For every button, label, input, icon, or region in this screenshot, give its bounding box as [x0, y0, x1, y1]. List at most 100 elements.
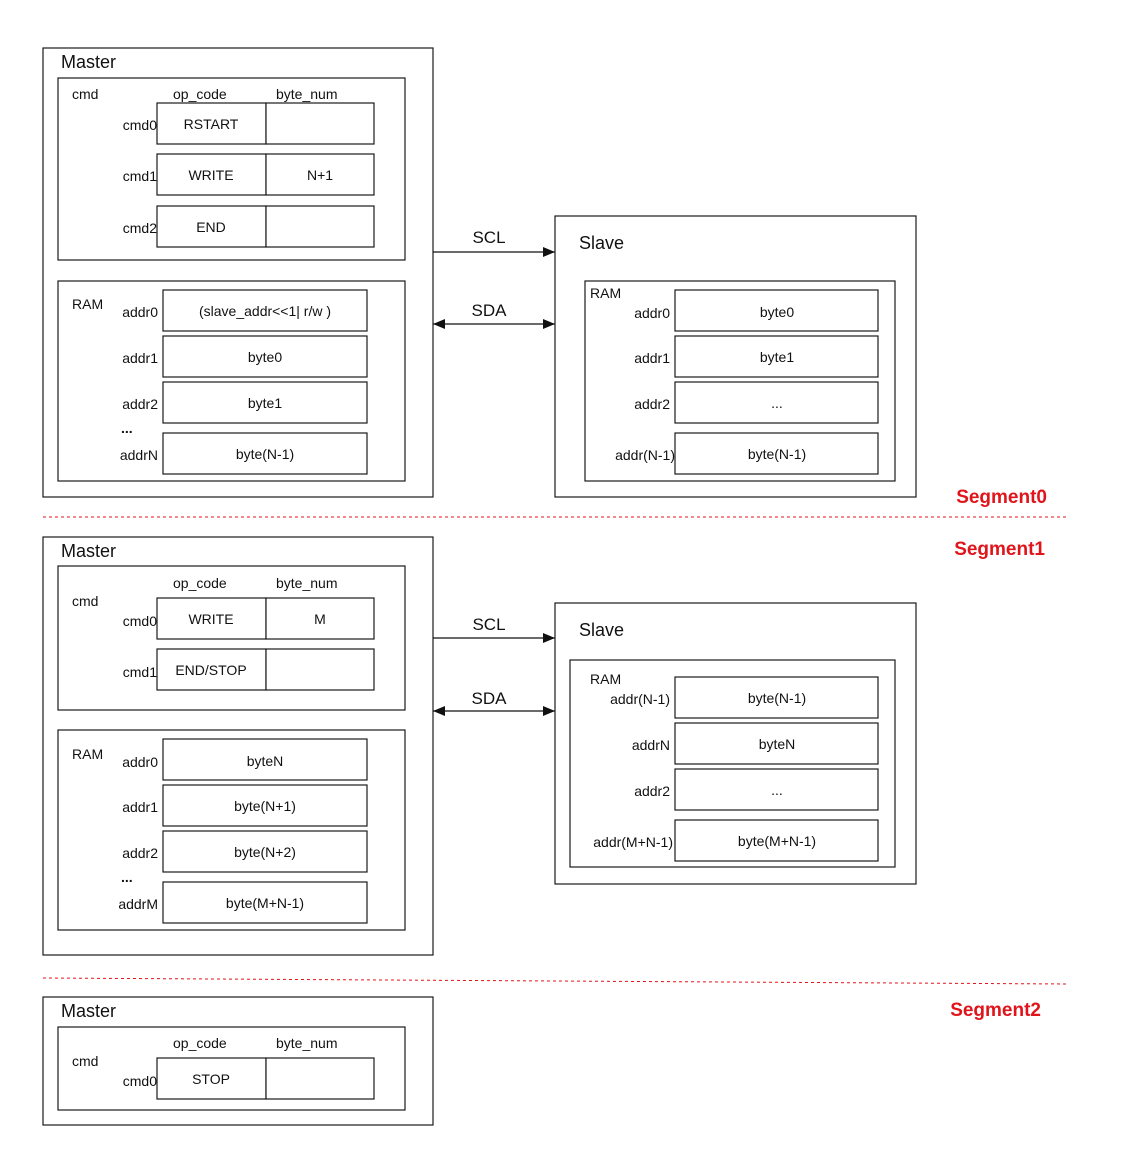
cmd-label: cmd	[72, 1053, 98, 1069]
ram-ellipsis: ...	[121, 420, 133, 436]
ram-cell	[162, 432, 368, 475]
ram-cell	[162, 738, 368, 781]
byte-num-value: N+1	[307, 167, 333, 183]
byte-num-cell	[265, 153, 375, 196]
cmd-row-name: cmd0	[123, 613, 157, 629]
ram-cell	[674, 381, 879, 424]
ram-cell	[674, 289, 879, 332]
op-code-value: END	[196, 219, 226, 235]
ram-row-addr: addr2	[634, 396, 670, 412]
op-code-header: op_code	[173, 86, 227, 102]
ram-row-addr: addrM	[118, 896, 158, 912]
ram-row-addr: addr(M+N-1)	[593, 834, 673, 850]
scl-label: SCL	[472, 228, 505, 247]
segment-divider	[42, 977, 1069, 985]
ram-row-addr: addr1	[122, 799, 158, 815]
ram-label: RAM	[590, 671, 621, 687]
sda-label: SDA	[472, 301, 508, 320]
ram-cell	[162, 784, 368, 827]
sda-label: SDA	[472, 689, 508, 708]
ram-cell-value: byte1	[248, 395, 282, 411]
ram-cell	[162, 289, 368, 332]
ram-cell	[162, 881, 368, 924]
byte-num-cell	[265, 648, 375, 691]
ram-label: RAM	[590, 285, 621, 301]
op-code-value: WRITE	[188, 167, 233, 183]
byte-num-header: byte_num	[276, 1035, 337, 1051]
master-title: Master	[61, 541, 116, 561]
cmd-row-name: cmd0	[123, 117, 157, 133]
ram-row-addr: addrN	[120, 447, 158, 463]
ram-cell-value: byte0	[248, 349, 282, 365]
ram-cell-value: byte(N-1)	[748, 690, 806, 706]
segment-label: Segment1	[954, 539, 1045, 560]
ram-label: RAM	[72, 296, 103, 312]
ram-row-addr: addr1	[122, 350, 158, 366]
op-code-cell	[156, 205, 267, 248]
scl-label: SCL	[472, 615, 505, 634]
ram-ellipsis: ...	[121, 869, 133, 885]
ram-cell	[162, 335, 368, 378]
ram-row-addr: addr2	[122, 845, 158, 861]
slave-title: Slave	[579, 620, 624, 640]
ram-row-addr: addr(N-1)	[610, 691, 670, 707]
ram-cell-value: byte1	[760, 349, 794, 365]
ram-cell-value: byte(N-1)	[236, 446, 294, 462]
cmd-row-name: cmd1	[123, 664, 157, 680]
op-code-value: STOP	[192, 1071, 230, 1087]
op-code-value: WRITE	[188, 611, 233, 627]
op-code-value: END/STOP	[175, 662, 246, 678]
ram-cell-value: (slave_addr<<1| r/w )	[199, 303, 331, 319]
master-title: Master	[61, 52, 116, 72]
segment0: Master cmd op_code byte_num cmd0 RSTART …	[42, 47, 1047, 508]
ram-cell	[162, 381, 368, 424]
ram-cell-value: byte0	[760, 304, 794, 320]
ram-cell-value: byte(N-1)	[748, 446, 806, 462]
op-code-value: RSTART	[184, 116, 239, 132]
ram-cell	[674, 676, 879, 719]
op-code-cell	[156, 102, 267, 145]
op-code-cell	[156, 1057, 267, 1100]
ram-label: RAM	[72, 746, 103, 762]
cmd-label: cmd	[72, 86, 98, 102]
cmd-label: cmd	[72, 593, 98, 609]
ram-row-addr: addr0	[634, 305, 670, 321]
ram-cell-value: byteN	[247, 753, 284, 769]
master-title: Master	[61, 1001, 116, 1021]
ram-row-addr: addr(N-1)	[615, 447, 675, 463]
segment1: Segment1 Master cmd op_code byte_num cmd…	[42, 536, 1045, 956]
ram-cell	[674, 768, 879, 811]
byte-num-cell	[265, 597, 375, 640]
ram-row-addr: addr2	[634, 783, 670, 799]
ram-cell-value: ...	[771, 782, 783, 798]
byte-num-header: byte_num	[276, 575, 337, 591]
ram-row-addr: addr0	[122, 304, 158, 320]
ram-cell-value: byte(N+2)	[234, 844, 296, 860]
ram-row-addr: addr0	[122, 754, 158, 770]
ram-cell-value: byte(M+N-1)	[226, 895, 304, 911]
segment2: Segment2 Master cmd op_code byte_num cmd…	[42, 996, 1041, 1126]
segment-label: Segment0	[956, 487, 1047, 508]
ram-cell-value: ...	[771, 395, 783, 411]
byte-num-value: M	[314, 611, 326, 627]
ram-row-addr: addr2	[122, 396, 158, 412]
ram-cell-value: byte(N+1)	[234, 798, 296, 814]
ram-row-addr: addrN	[632, 737, 670, 753]
ram-cell	[674, 432, 879, 475]
ram-row-addr: addr1	[634, 350, 670, 366]
cmd-row-name: cmd0	[123, 1073, 157, 1089]
byte-num-cell	[265, 1057, 375, 1100]
cmd-row-name: cmd2	[123, 220, 157, 236]
ram-cell-value: byte(M+N-1)	[738, 833, 816, 849]
slave-title: Slave	[579, 233, 624, 253]
ram-cell	[674, 819, 879, 862]
ram-cell-value: byteN	[759, 736, 796, 752]
cmd-row-name: cmd1	[123, 168, 157, 184]
byte-num-cell	[265, 205, 375, 248]
segment-label: Segment2	[950, 1000, 1041, 1021]
ram-cell	[674, 722, 879, 765]
ram-cell	[674, 335, 879, 378]
op-code-header: op_code	[173, 575, 227, 591]
ram-cell	[162, 830, 368, 873]
